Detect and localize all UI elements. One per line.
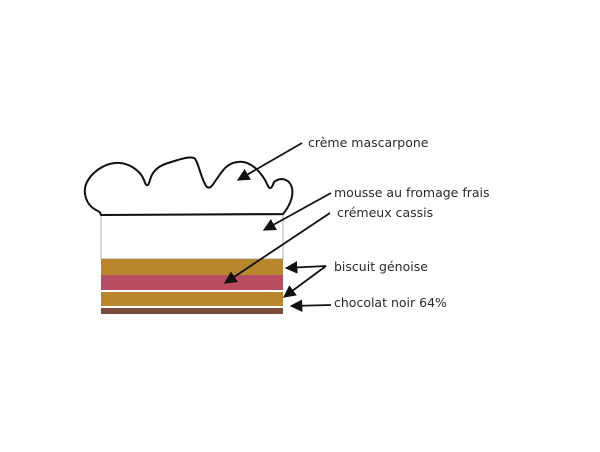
- arrow-chocolat: [289, 299, 332, 313]
- layer-chocolat: [101, 308, 283, 314]
- label-chocolat-noir: chocolat noir 64%: [334, 295, 447, 310]
- layer-biscuit-top: [101, 259, 283, 275]
- layer-cassis: [101, 275, 283, 290]
- label-creme-mascarpone: crème mascarpone: [308, 135, 429, 150]
- arrow-biscuit-top: [284, 261, 327, 274]
- label-mousse: mousse au fromage frais: [334, 185, 490, 200]
- layer-mousse: [100, 214, 284, 260]
- arrow-cassis: [223, 212, 331, 284]
- label-biscuit-genoise: biscuit génoise: [334, 259, 428, 274]
- arrow-creme: [236, 142, 303, 181]
- arrow-mousse: [262, 192, 332, 231]
- label-cremeux-cassis: crémeux cassis: [337, 205, 433, 220]
- arrow-biscuit-bottom: [282, 265, 327, 298]
- layer-biscuit-bottom: [101, 292, 283, 306]
